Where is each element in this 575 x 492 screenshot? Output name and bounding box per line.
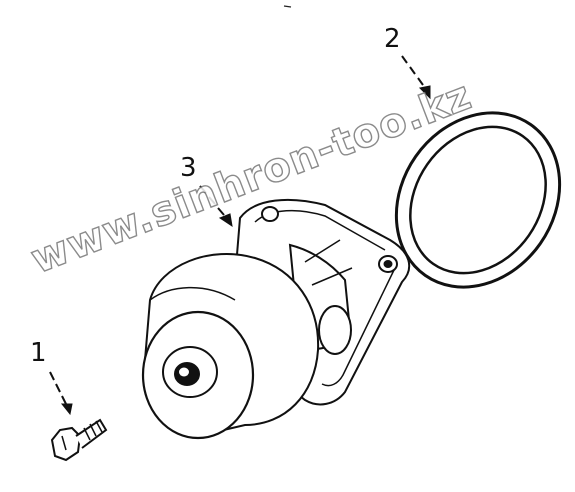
- bolt-icon: [50, 418, 108, 462]
- callout-2: 2: [384, 24, 401, 54]
- callout-1: 1: [30, 338, 47, 368]
- water-pump-icon: [141, 198, 411, 440]
- leader-arrow-3: [199, 185, 233, 228]
- leader-arrow-2: [401, 55, 431, 100]
- gasket-ring-icon: [394, 111, 562, 289]
- top-mark: [283, 5, 292, 8]
- callout-3: 3: [180, 153, 197, 183]
- leader-arrow-1: [49, 371, 73, 416]
